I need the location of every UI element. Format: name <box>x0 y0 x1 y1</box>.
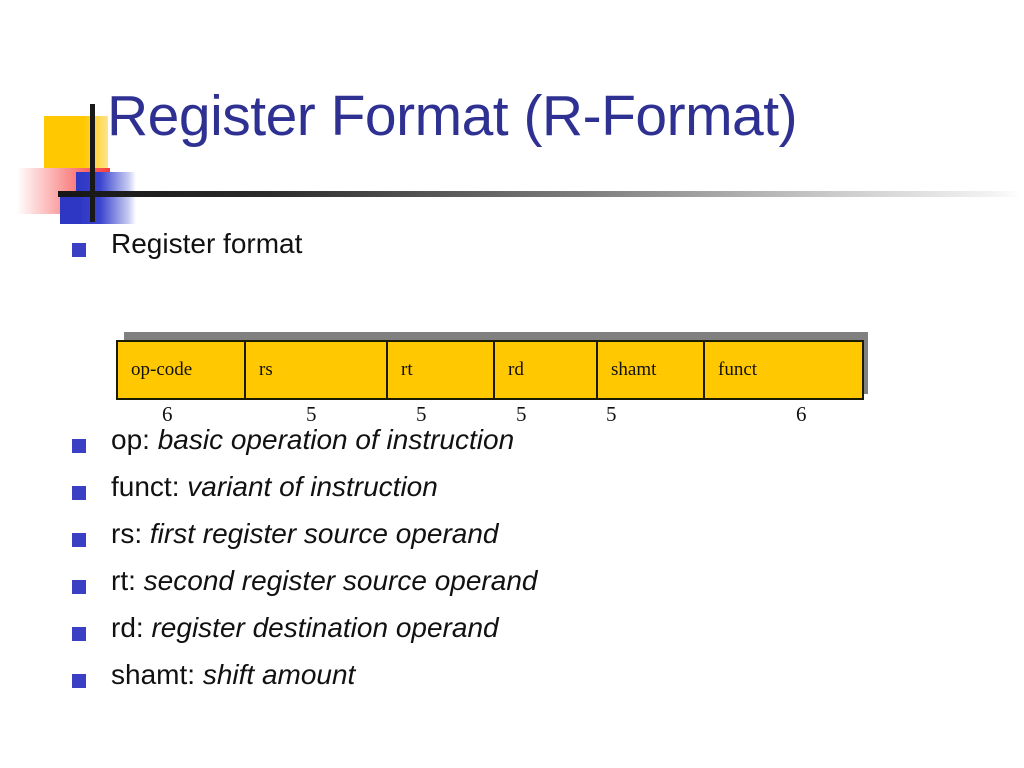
square-bullet-icon <box>72 486 86 500</box>
square-bullet-icon <box>72 439 86 453</box>
register-field-cell: rs <box>246 342 388 398</box>
definition-text: rt: second register source operand <box>111 567 537 595</box>
definition-description: basic operation of instruction <box>157 424 515 455</box>
register-field-cell: funct <box>705 342 862 398</box>
register-field-name: op-code <box>131 359 193 380</box>
list-item: op: basic operation of instruction <box>0 426 1024 454</box>
square-bullet-icon <box>72 243 86 257</box>
definition-text: shamt: shift amount <box>111 661 355 689</box>
definition-text: op: basic operation of instruction <box>111 426 514 454</box>
list-item-register-format: Register format <box>0 230 1024 258</box>
definition-list: op: basic operation of instruction funct:… <box>0 426 1024 689</box>
definition-term: op: <box>111 424 150 455</box>
register-field-bits: 5 <box>416 402 427 426</box>
bullet-label: Register format <box>111 228 303 259</box>
list-item: funct: variant of instruction <box>0 473 1024 501</box>
square-bullet-icon <box>72 674 86 688</box>
title-divider <box>58 191 1020 197</box>
register-field-bits: 5 <box>606 402 617 426</box>
square-bullet-icon <box>72 580 86 594</box>
register-field-bits: 5 <box>516 402 527 426</box>
square-bullet-icon <box>72 533 86 547</box>
register-field-bits: 5 <box>306 402 317 426</box>
decoration-yellow-square <box>44 116 108 178</box>
definition-description: register destination operand <box>151 612 499 643</box>
definition-term: shamt: <box>111 659 196 690</box>
register-field-name: rd <box>508 359 524 380</box>
register-field-name: shamt <box>611 359 657 380</box>
definition-description: first register source operand <box>149 518 499 549</box>
register-field-name: funct <box>718 359 758 380</box>
definition-description: second register source operand <box>143 565 538 596</box>
definition-term: rd: <box>111 612 144 643</box>
register-format-figure: op-code rs rt rd shamt funct 6 5 5 5 5 6 <box>0 286 1024 426</box>
decoration-vertical-bar <box>90 104 95 222</box>
register-field-cell: op-code <box>118 342 246 398</box>
register-field-name: rs <box>259 359 273 380</box>
definition-term: funct: <box>111 471 180 502</box>
slide-header: Register Format (R-Format) <box>0 0 1024 230</box>
definition-text: funct: variant of instruction <box>111 473 438 501</box>
definition-description: variant of instruction <box>187 471 438 502</box>
register-field-cell: shamt <box>598 342 705 398</box>
definition-term: rs: <box>111 518 143 549</box>
list-item: shamt: shift amount <box>0 661 1024 689</box>
definition-text: rd: register destination operand <box>111 614 499 642</box>
register-format-table: op-code rs rt rd shamt funct <box>116 340 864 400</box>
square-bullet-icon <box>72 627 86 641</box>
definition-term: rt: <box>111 565 136 596</box>
decoration-blue-square <box>60 196 82 224</box>
register-field-cell: rt <box>388 342 495 398</box>
register-field-cell: rd <box>495 342 598 398</box>
decoration-blue-gradient <box>76 172 136 224</box>
list-item: rt: second register source operand <box>0 567 1024 595</box>
register-field-bits: 6 <box>796 402 807 426</box>
list-item: rd: register destination operand <box>0 614 1024 642</box>
definition-text: rs: first register source operand <box>111 520 499 548</box>
list-item: rs: first register source operand <box>0 520 1024 548</box>
page-title: Register Format (R-Format) <box>107 84 798 148</box>
definition-description: shift amount <box>202 659 356 690</box>
register-field-name: rt <box>401 359 413 380</box>
slide-body: Register format op-code rs rt rd shamt funct … <box>0 230 1024 689</box>
register-field-bits: 6 <box>162 402 173 426</box>
